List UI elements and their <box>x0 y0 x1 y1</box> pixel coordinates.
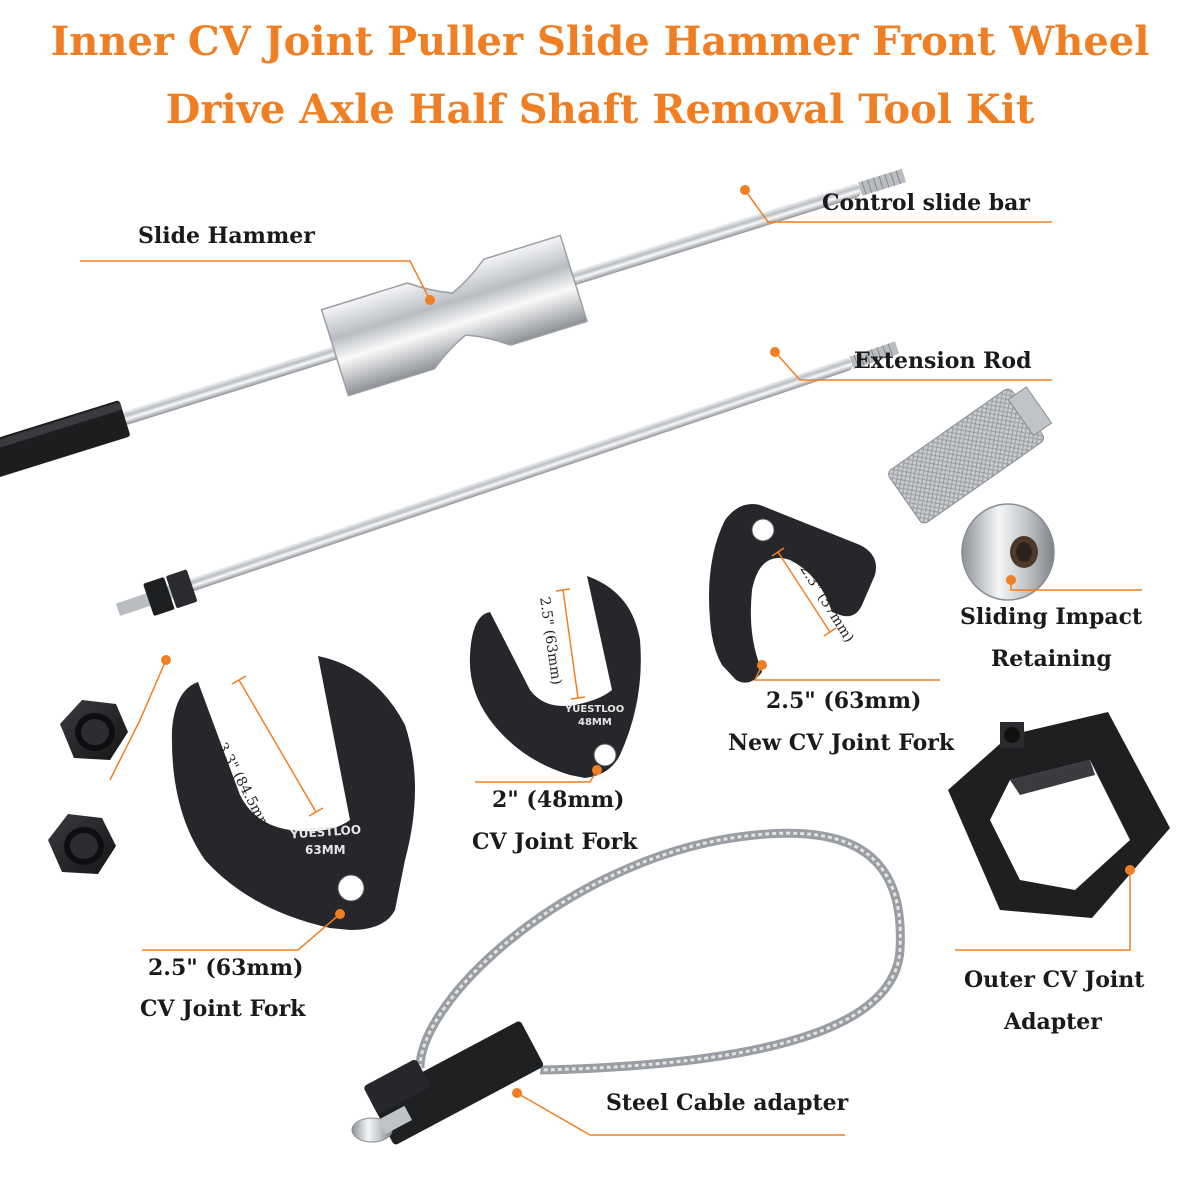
callout-dots <box>161 185 1135 1098</box>
callout-new-fork <box>753 664 940 681</box>
page-title-line-2: Drive Axle Half Shaft Removal Tool Kit <box>165 86 1035 133</box>
label-new-fork-size: 2.5" (63mm) <box>766 688 922 714</box>
extension-rod-nut-1 <box>143 577 175 616</box>
sliding-impact-retaining <box>888 386 1055 601</box>
label-sliding-impact-line-2: Retaining <box>991 646 1112 672</box>
label-large-fork-size: 2.5" (63mm) <box>148 955 304 981</box>
large-fork-size-engraving: 63MM <box>305 843 346 857</box>
callout-extension-rod <box>774 351 1052 381</box>
callout-steel-cable <box>516 1092 845 1136</box>
callout-slide-hammer <box>80 260 431 301</box>
label-sliding-impact-line-1: Sliding Impact <box>960 604 1143 630</box>
label-outer-adapter-line-1: Outer CV Joint <box>964 967 1145 993</box>
label-extension-rod: Extension Rod <box>854 348 1032 374</box>
small-cv-joint-fork <box>469 576 641 778</box>
steel-cable-adapter <box>351 828 905 1145</box>
hex-nut-2 <box>48 814 116 874</box>
label-slide-hammer: Slide Hammer <box>138 223 315 249</box>
callout-nuts <box>109 659 167 781</box>
small-fork-size-engraving: 48MM <box>578 717 612 728</box>
label-new-fork-name: New CV Joint Fork <box>728 730 955 756</box>
label-small-fork-size: 2" (48mm) <box>492 787 625 813</box>
callout-outer-adapter <box>955 870 1131 951</box>
label-steel-cable-adapter: Steel Cable adapter <box>606 1090 849 1116</box>
label-control-slide-bar: Control slide bar <box>822 190 1030 216</box>
slide-hammer <box>0 168 907 481</box>
extension-rod <box>115 341 900 616</box>
callout-control-slide-bar <box>744 189 1052 223</box>
extension-rod-nut-2 <box>166 569 197 608</box>
callout-large-fork <box>142 913 341 951</box>
label-large-fork-name: CV Joint Fork <box>140 996 306 1022</box>
small-fork-brand: YUESTLOO <box>565 704 625 715</box>
label-small-fork-name: CV Joint Fork <box>472 829 638 855</box>
hex-nut-1 <box>60 700 128 760</box>
outer-cv-joint-adapter <box>948 712 1170 918</box>
callout-lines <box>80 189 1142 1136</box>
large-cv-joint-fork <box>171 656 415 930</box>
slide-hammer-weight <box>320 234 588 397</box>
slide-hammer-handle <box>0 400 130 481</box>
label-outer-adapter-line-2: Adapter <box>1004 1009 1102 1035</box>
page-title-line-1: Inner CV Joint Puller Slide Hammer Front… <box>50 18 1150 65</box>
new-cv-joint-fork <box>709 504 876 683</box>
